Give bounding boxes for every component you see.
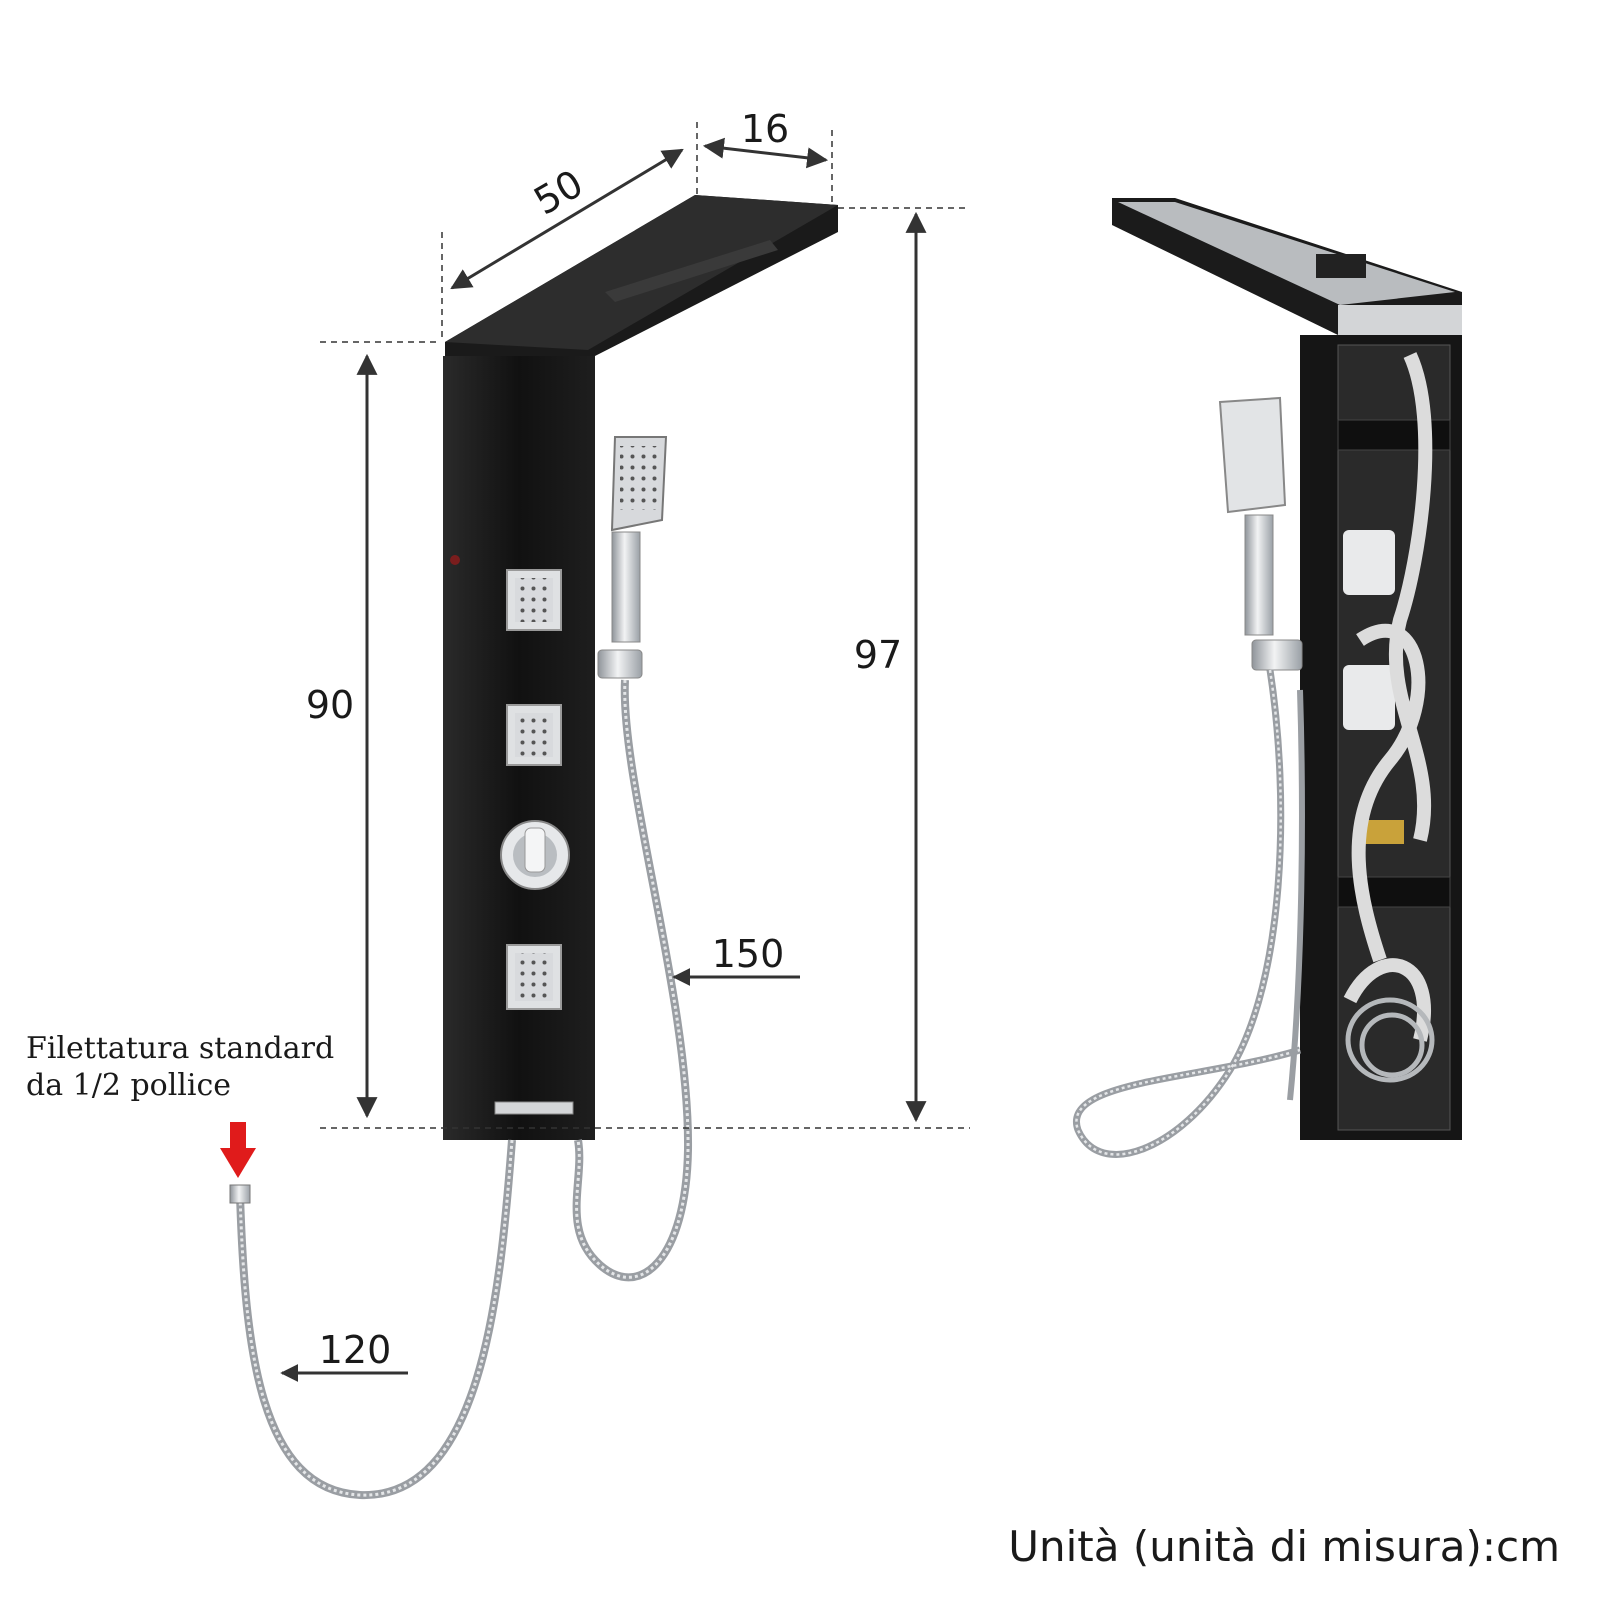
dim-label-120: 120	[319, 1328, 392, 1372]
thread-note-line2: da 1/2 pollice	[26, 1068, 232, 1103]
back-handshower-hose	[1072, 669, 1302, 1158]
dim-label-90: 90	[306, 683, 354, 727]
dim-label-150: 150	[712, 932, 785, 976]
inlet-hose	[236, 1139, 516, 1500]
dim-label-50: 50	[527, 161, 591, 223]
coiled-hose	[1345, 997, 1435, 1083]
dim-label-97: 97	[854, 633, 902, 677]
control-knob	[500, 820, 570, 890]
dimension-lines	[280, 122, 970, 1382]
thread-note-line1: Filettatura standard	[26, 1031, 335, 1066]
hand-shower	[597, 436, 668, 679]
front-view	[220, 195, 838, 1500]
back-hand-shower	[1218, 396, 1303, 671]
dim-line-50	[450, 148, 684, 290]
dim-line-16	[702, 137, 829, 169]
body-jet-3	[506, 944, 562, 1010]
dim-label-16: 16	[741, 107, 789, 151]
body-jet-1	[506, 569, 562, 631]
back-view	[1072, 198, 1462, 1158]
junction-box	[1316, 254, 1366, 278]
indicator-light	[450, 555, 460, 565]
waterfall-spout	[494, 1101, 574, 1115]
units-note: Unità (unità di misura):cm	[1008, 1522, 1560, 1571]
inlet-fitting	[229, 1184, 251, 1204]
body-jet-2	[506, 704, 562, 766]
thread-note: Filettatura standard da 1/2 pollice	[26, 1030, 334, 1104]
red-down-arrow	[220, 1122, 256, 1178]
